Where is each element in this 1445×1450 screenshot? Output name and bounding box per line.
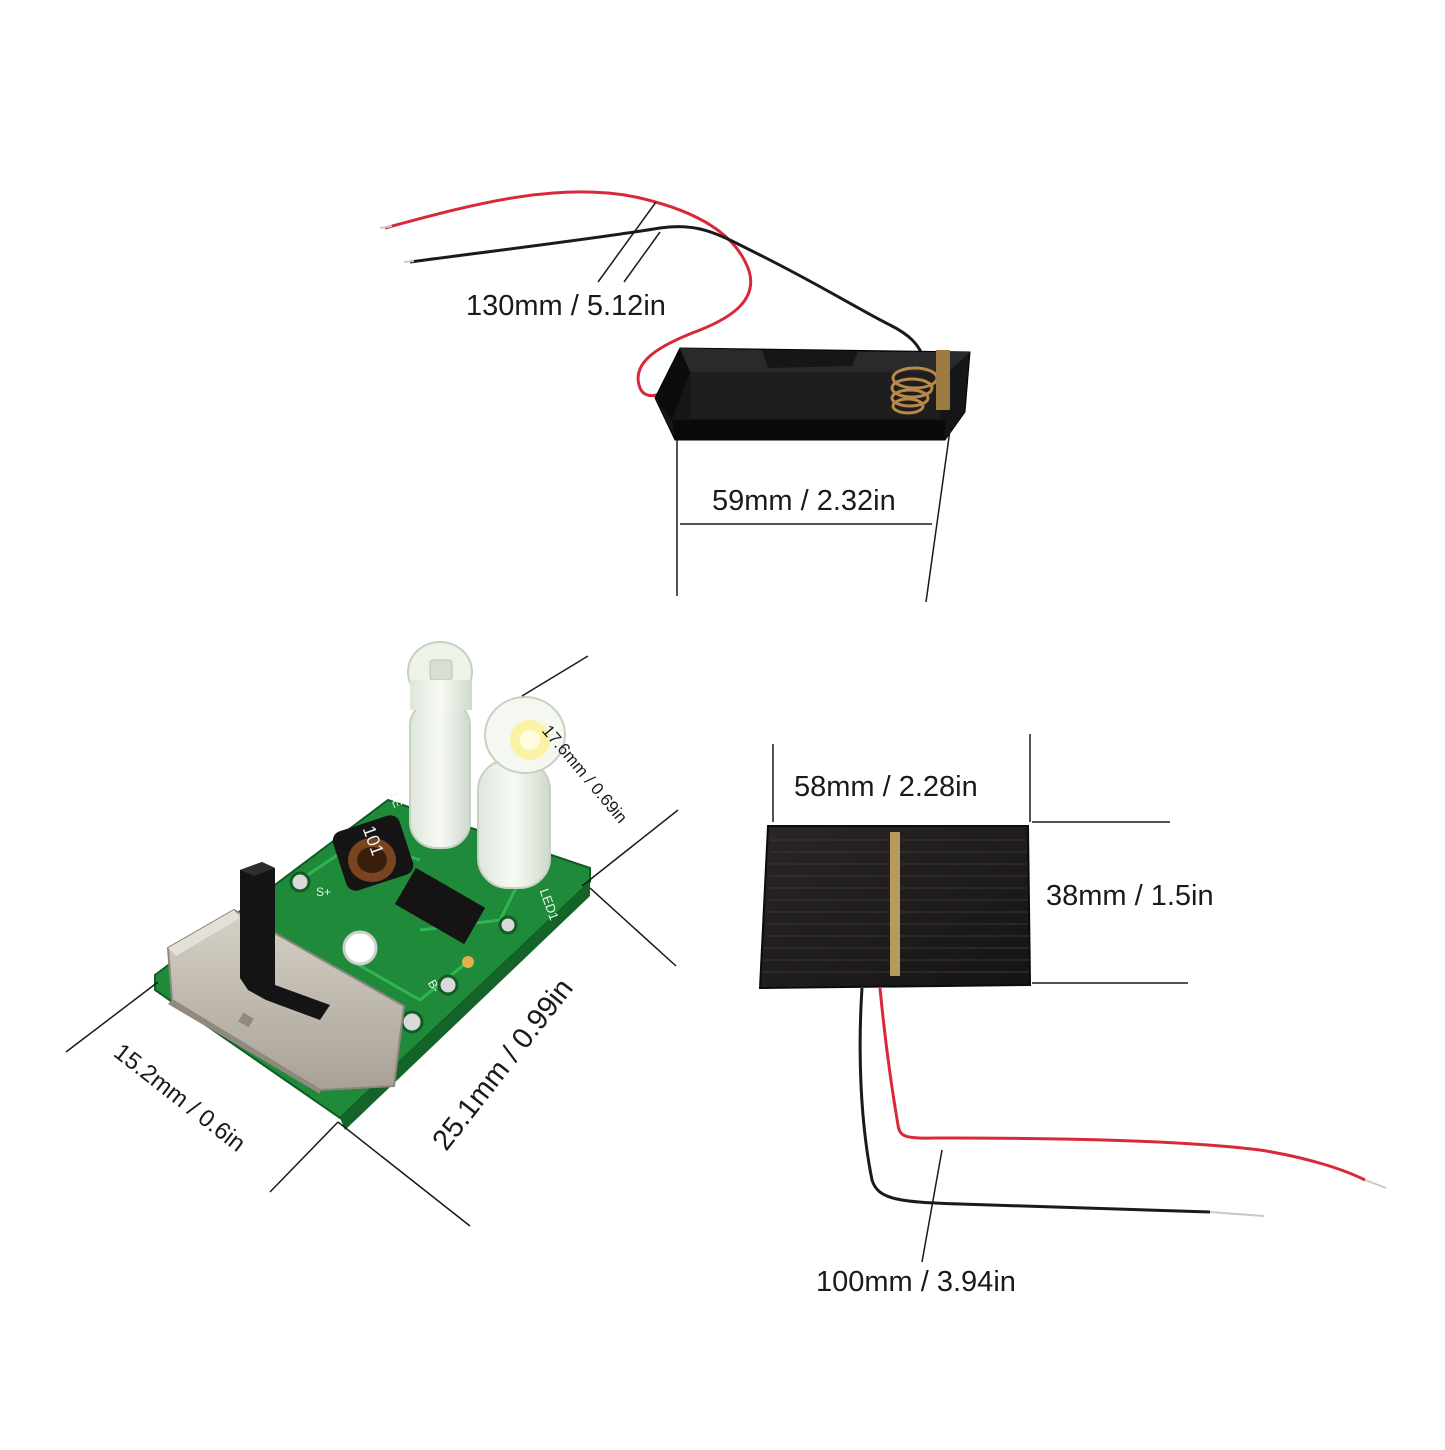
solar-panel — [758, 825, 1387, 1217]
battery-black-wire — [409, 225, 927, 363]
led-clear — [477, 696, 566, 889]
battery-wire-length-label: 130mm / 5.12in — [466, 290, 666, 322]
ic-chip — [394, 867, 486, 945]
solar-dimension-lines — [772, 734, 1188, 1263]
inductor: 101 — [332, 815, 414, 891]
solar-width-label: 58mm / 2.28in — [794, 771, 978, 803]
solar-black-wire — [858, 987, 1211, 1214]
s-plus-mark: S+ — [316, 885, 331, 899]
battery-red-wire — [384, 190, 753, 397]
solar-wire-length-label: 100mm / 3.94in — [816, 1266, 1016, 1298]
battery-dimension-lines — [597, 201, 951, 603]
solar-busbar — [890, 832, 900, 976]
slide-switch — [166, 862, 406, 1094]
battery-width-label: 59mm / 2.32in — [712, 485, 896, 517]
battery-spring — [890, 366, 939, 415]
battery-holder — [379, 190, 971, 441]
led-module: 101 LED1 S+ B- LE — [154, 641, 591, 1130]
solar-height-label: 38mm / 1.5in — [1046, 880, 1214, 912]
solar-red-wire — [878, 987, 1366, 1182]
led-diffused — [407, 641, 473, 849]
led-dimension-lines — [65, 655, 679, 1227]
switch-knob — [240, 862, 330, 1020]
le-mark: LE — [387, 791, 405, 810]
